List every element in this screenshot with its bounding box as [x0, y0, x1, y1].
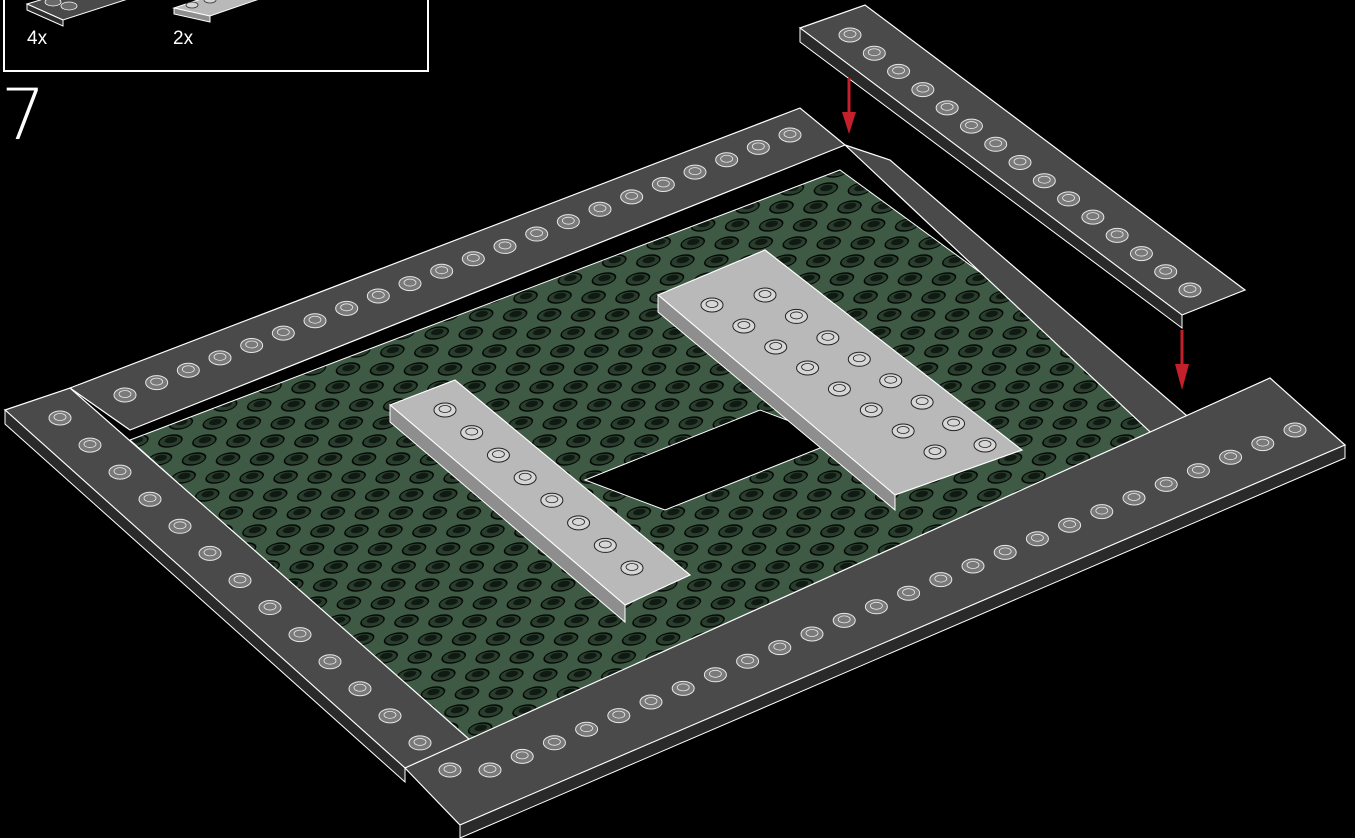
stud — [1130, 247, 1152, 261]
placement-arrow-right — [1175, 330, 1189, 390]
placement-arrow-left — [842, 78, 856, 134]
